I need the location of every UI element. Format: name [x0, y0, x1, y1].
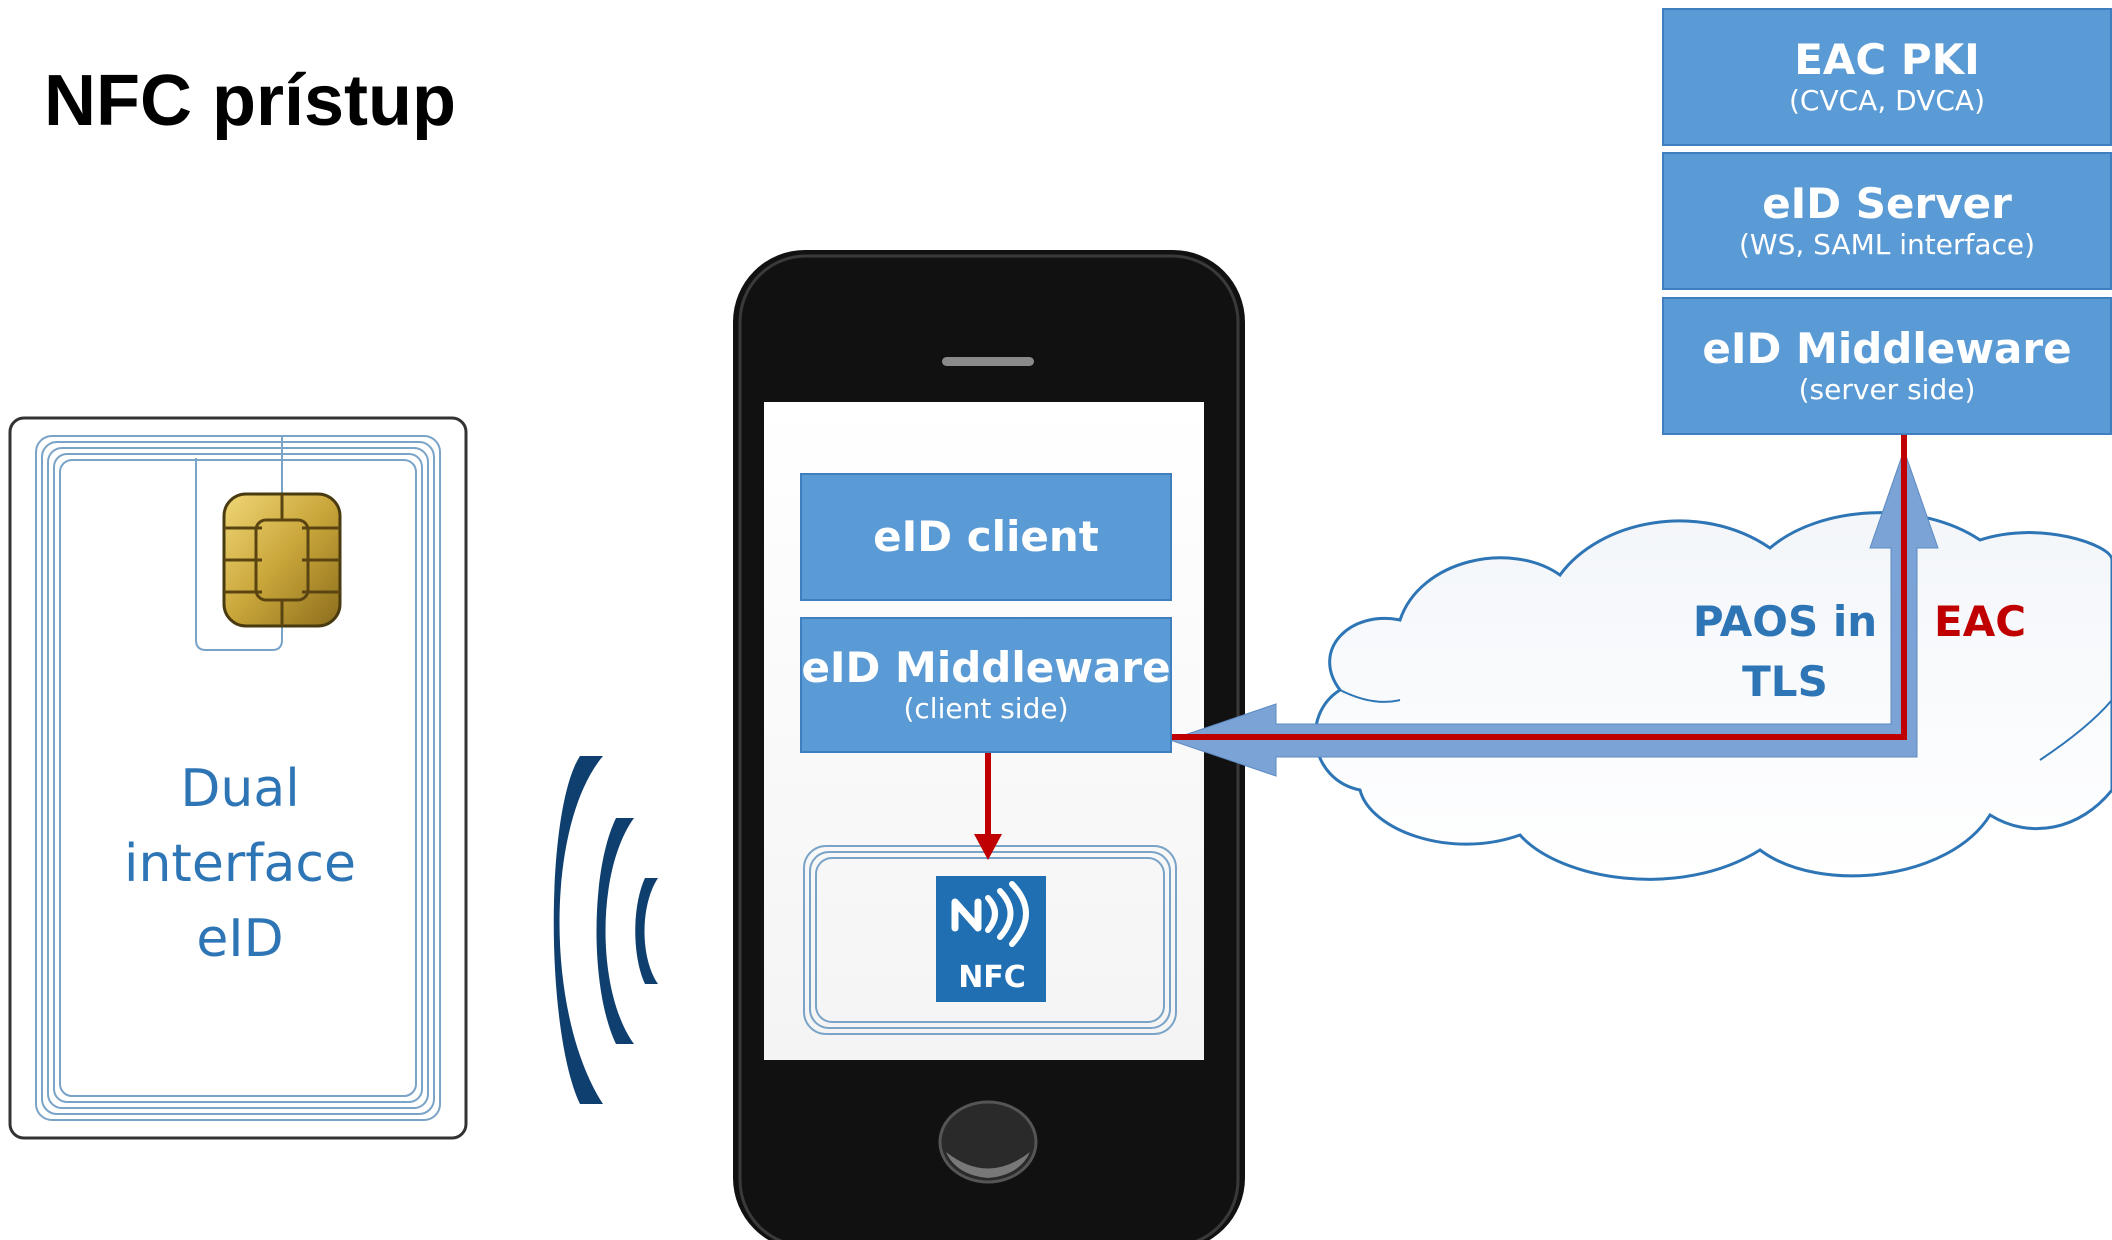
card-label-line-1: Dual: [180, 759, 300, 819]
eid-server-box: eID Server (WS, SAML interface): [1662, 152, 2112, 290]
eac-pki-title: EAC PKI: [1794, 35, 1980, 85]
paos-tls-label: PAOS in TLS: [1670, 592, 1900, 712]
card-label-line-3: eID: [196, 909, 284, 969]
paos-tls-label-line-2: TLS: [1742, 657, 1828, 706]
antenna-chip-link: [195, 436, 283, 651]
eac-arrow-line: [985, 432, 1907, 840]
eid-middleware-client-subtitle: (client side): [903, 692, 1069, 726]
eid-middleware-server-subtitle: (server side): [1798, 373, 1976, 407]
eid-middleware-client-box: eID Middleware (client side): [800, 617, 1172, 753]
card-outline: [8, 416, 468, 1140]
nfc-logo-icon: [936, 876, 1046, 1002]
page-title: NFC prístup: [44, 61, 456, 141]
wave-inner: [635, 878, 658, 984]
chip-icon: [222, 492, 342, 628]
eac-arrow-head: [974, 834, 1002, 860]
eid-middleware-server-title: eID Middleware: [1702, 324, 2072, 374]
nfc-logo-label: NFC: [958, 960, 1026, 995]
eid-middleware-server-box: eID Middleware (server side): [1662, 297, 2112, 435]
card-label-line-2: interface: [124, 834, 356, 894]
home-button: [938, 1100, 1038, 1184]
wave-middle: [596, 818, 634, 1044]
card-label: Dual interface eID: [40, 752, 440, 977]
eid-server-title: eID Server: [1762, 179, 2012, 229]
card-antenna-coil: [35, 435, 441, 1121]
eid-client-box: eID client: [800, 473, 1172, 601]
smart-card: [8, 416, 468, 1140]
eac-pki-box: EAC PKI (CVCA, DVCA): [1662, 8, 2112, 146]
eid-server-subtitle: (WS, SAML interface): [1738, 228, 2036, 262]
eid-middleware-client-title: eID Middleware: [801, 643, 1171, 693]
wireless-waves-icon: [553, 756, 658, 1104]
phone-speaker: [942, 357, 1034, 366]
eid-client-title: eID client: [873, 511, 1099, 561]
wave-outer: [553, 756, 603, 1104]
eac-label: EAC: [1934, 597, 2027, 646]
paos-tls-label-line-1: PAOS in: [1692, 597, 1878, 646]
eac-pki-subtitle: (CVCA, DVCA): [1789, 84, 1985, 118]
